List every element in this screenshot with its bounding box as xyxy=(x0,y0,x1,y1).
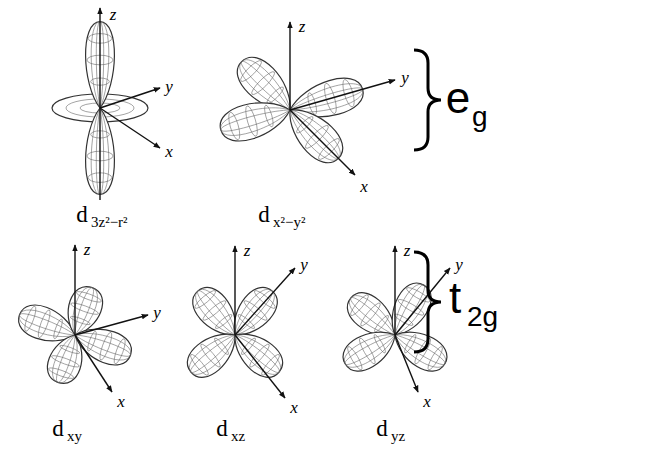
axis-arrows xyxy=(290,22,395,175)
dxz-orbital xyxy=(225,323,290,385)
axis-label: z xyxy=(299,18,306,35)
orbital-subscript: yz xyxy=(391,429,405,444)
axis-label: z xyxy=(84,241,91,258)
axis-arrows xyxy=(395,268,450,335)
axis-arrows xyxy=(100,8,160,200)
axis-label: x xyxy=(290,399,298,416)
axis-arrows xyxy=(100,88,160,108)
orbital-subscript: x²−y² xyxy=(273,215,305,230)
axis-label: x xyxy=(423,393,431,410)
orbital-subscript: xz xyxy=(231,429,245,444)
axis-arrows xyxy=(395,335,418,392)
axis-arrows xyxy=(100,108,160,148)
orbital-name: d xyxy=(258,203,270,226)
orbital-subscript: 3z²−r² xyxy=(91,215,128,230)
axis-arrows xyxy=(235,246,295,398)
dxz-orbital xyxy=(180,323,245,385)
axis-arrows xyxy=(290,80,395,110)
axis-label: y xyxy=(165,78,173,95)
orbital-name: d xyxy=(376,417,388,440)
curly-brace xyxy=(414,50,441,150)
axis-arrows xyxy=(394,246,395,335)
orbital-subscript: xy xyxy=(67,429,82,444)
dyz-orbital xyxy=(387,321,453,378)
axis-label: x xyxy=(165,143,173,160)
symmetry-label: e xyxy=(446,76,470,120)
axis-label: x xyxy=(360,178,368,195)
axis-label: y xyxy=(153,304,161,321)
orbital-name: d xyxy=(52,417,64,440)
axis-arrows xyxy=(234,246,235,335)
axis-label: z xyxy=(404,242,411,259)
axis-arrows xyxy=(75,245,148,392)
axis-arrows xyxy=(289,22,290,110)
axis-arrows xyxy=(74,245,75,335)
axis-label: y xyxy=(455,256,463,273)
symmetry-label: t xyxy=(449,276,461,320)
curly-brace xyxy=(414,252,441,352)
axis-label: z xyxy=(110,6,117,23)
symmetry-subscript: 2g xyxy=(467,303,498,331)
axis-label: z xyxy=(244,242,251,259)
dx2y2-orbital xyxy=(216,93,295,146)
axis-arrows xyxy=(235,335,285,398)
axis-arrows xyxy=(75,335,112,392)
curly-brace xyxy=(414,50,441,150)
axis-arrows xyxy=(395,246,450,392)
orbital-name: d xyxy=(216,417,228,440)
axis-label: y xyxy=(401,69,409,86)
curly-brace xyxy=(414,252,441,352)
dyz-orbital xyxy=(337,321,403,378)
axis-label: x xyxy=(117,393,125,410)
axis-arrows xyxy=(75,315,148,335)
orbital-name: d xyxy=(76,203,88,226)
axis-arrows xyxy=(99,8,100,200)
axis-label: y xyxy=(300,256,308,273)
axis-arrows xyxy=(235,268,295,335)
axis-arrows xyxy=(290,110,355,175)
symmetry-subscript: g xyxy=(472,103,488,131)
